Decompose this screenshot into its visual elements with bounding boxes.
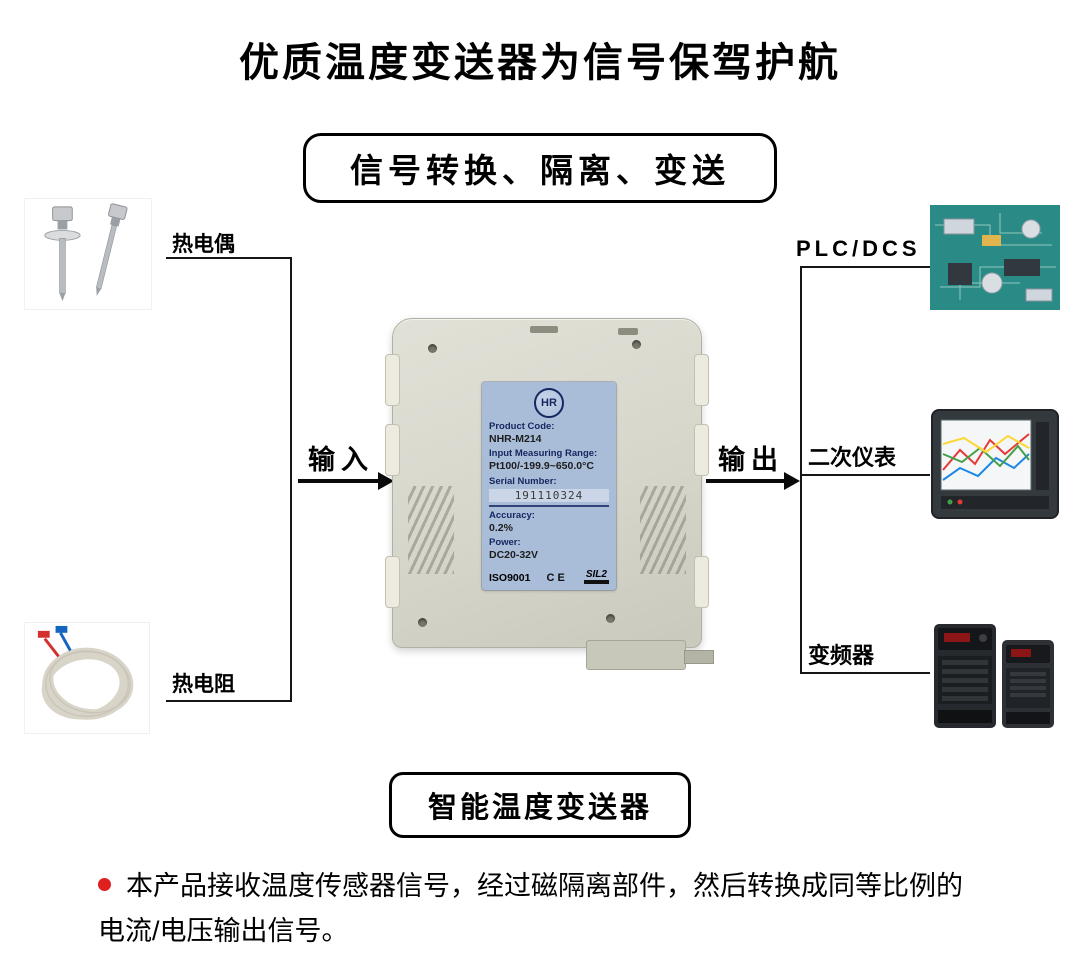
product-code-label: Product Code: [489, 421, 555, 432]
ce-mark: CE [546, 571, 568, 584]
screw [418, 618, 427, 627]
smart-transmitter-box: 智能温度变送器 [388, 772, 692, 838]
terminal-tab [694, 354, 709, 406]
din-rail-latch [684, 650, 714, 664]
thermocouple-image [24, 198, 152, 310]
vent-slots-right [640, 486, 686, 574]
terminal-tab [385, 424, 400, 476]
connector-line-plc [800, 266, 930, 268]
brand-logo: HR [534, 388, 564, 418]
output-arrow [706, 472, 800, 490]
connector-line-meter [800, 474, 930, 476]
vfd-image [930, 618, 1060, 732]
sil2-badge: SIL2 [583, 569, 609, 584]
bullet-icon [98, 878, 111, 891]
recorder-image [930, 408, 1060, 520]
rtd-coil-icon [37, 625, 134, 720]
terminal-tab [385, 556, 400, 608]
description-text: 本产品接收温度传感器信号，经过磁隔离部件，然后转换成同等比例的电流/电压输出信号… [98, 871, 963, 947]
transmitter-module: HR Product Code: NHR-M214 Input Measurin… [385, 318, 714, 670]
connector-line-thermocouple [166, 257, 292, 259]
arrow-right-icon [378, 472, 394, 490]
paperless-recorder-icon [931, 409, 1059, 519]
vent-slots-left [408, 486, 454, 574]
screw [606, 614, 615, 623]
arrow-shaft [298, 479, 378, 483]
accuracy-label: Accuracy: [489, 509, 535, 521]
serial-value: 191110324 [489, 488, 609, 502]
rtd-label: 热电阻 [172, 673, 235, 696]
screw [632, 340, 641, 349]
arrow-shaft [706, 479, 784, 483]
accuracy-value: 0.2% [489, 521, 513, 534]
circuit-board-icon [930, 205, 1060, 310]
iso-cert-text: ISO9001 [489, 571, 531, 584]
range-value: Pt100/-199.9~650.0°C [489, 460, 594, 473]
input-arrow-label: 输入 [308, 445, 374, 475]
terminal-tab [385, 354, 400, 406]
arrow-right-icon [784, 472, 800, 490]
power-value: DC20-32V [489, 549, 539, 562]
secondary-meter-label: 二次仪表 [808, 445, 897, 470]
din-rail-foot [586, 640, 686, 670]
thermocouple-label: 热电偶 [172, 233, 235, 256]
thermocouple-icon [44, 203, 128, 302]
serial-label: Serial Number: [489, 475, 557, 487]
banner-box: 信号转换、隔离、变送 [303, 133, 777, 203]
plc-dcs-label: PLC/DCS [796, 236, 921, 261]
mounting-slot [618, 328, 638, 335]
rtd-image [24, 622, 150, 734]
connector-vline-right [800, 266, 802, 674]
terminal-tab [694, 424, 709, 476]
vfd-drives-icon [934, 624, 1054, 728]
screw [428, 344, 437, 353]
plc-image [930, 205, 1060, 310]
range-label: Input Measuring Range: [489, 448, 598, 460]
connector-line-vfd [800, 672, 930, 674]
terminal-tab [694, 556, 709, 608]
input-arrow [298, 472, 394, 490]
product-code-value: NHR-M214 [489, 432, 542, 445]
connector-line-rtd [166, 700, 292, 702]
module-label: HR Product Code: NHR-M214 Input Measurin… [482, 382, 616, 590]
mounting-slot [530, 326, 558, 333]
vfd-label: 变频器 [808, 643, 875, 668]
power-label: Power: [489, 537, 521, 549]
description-block: 本产品接收温度传感器信号，经过磁隔离部件，然后转换成同等比例的电流/电压输出信号… [98, 864, 986, 955]
page-title: 优质温度变送器为信号保驾护航 [239, 41, 841, 85]
output-arrow-label: 输出 [718, 445, 784, 475]
label-divider [489, 504, 609, 507]
connector-vline-left [290, 257, 292, 702]
